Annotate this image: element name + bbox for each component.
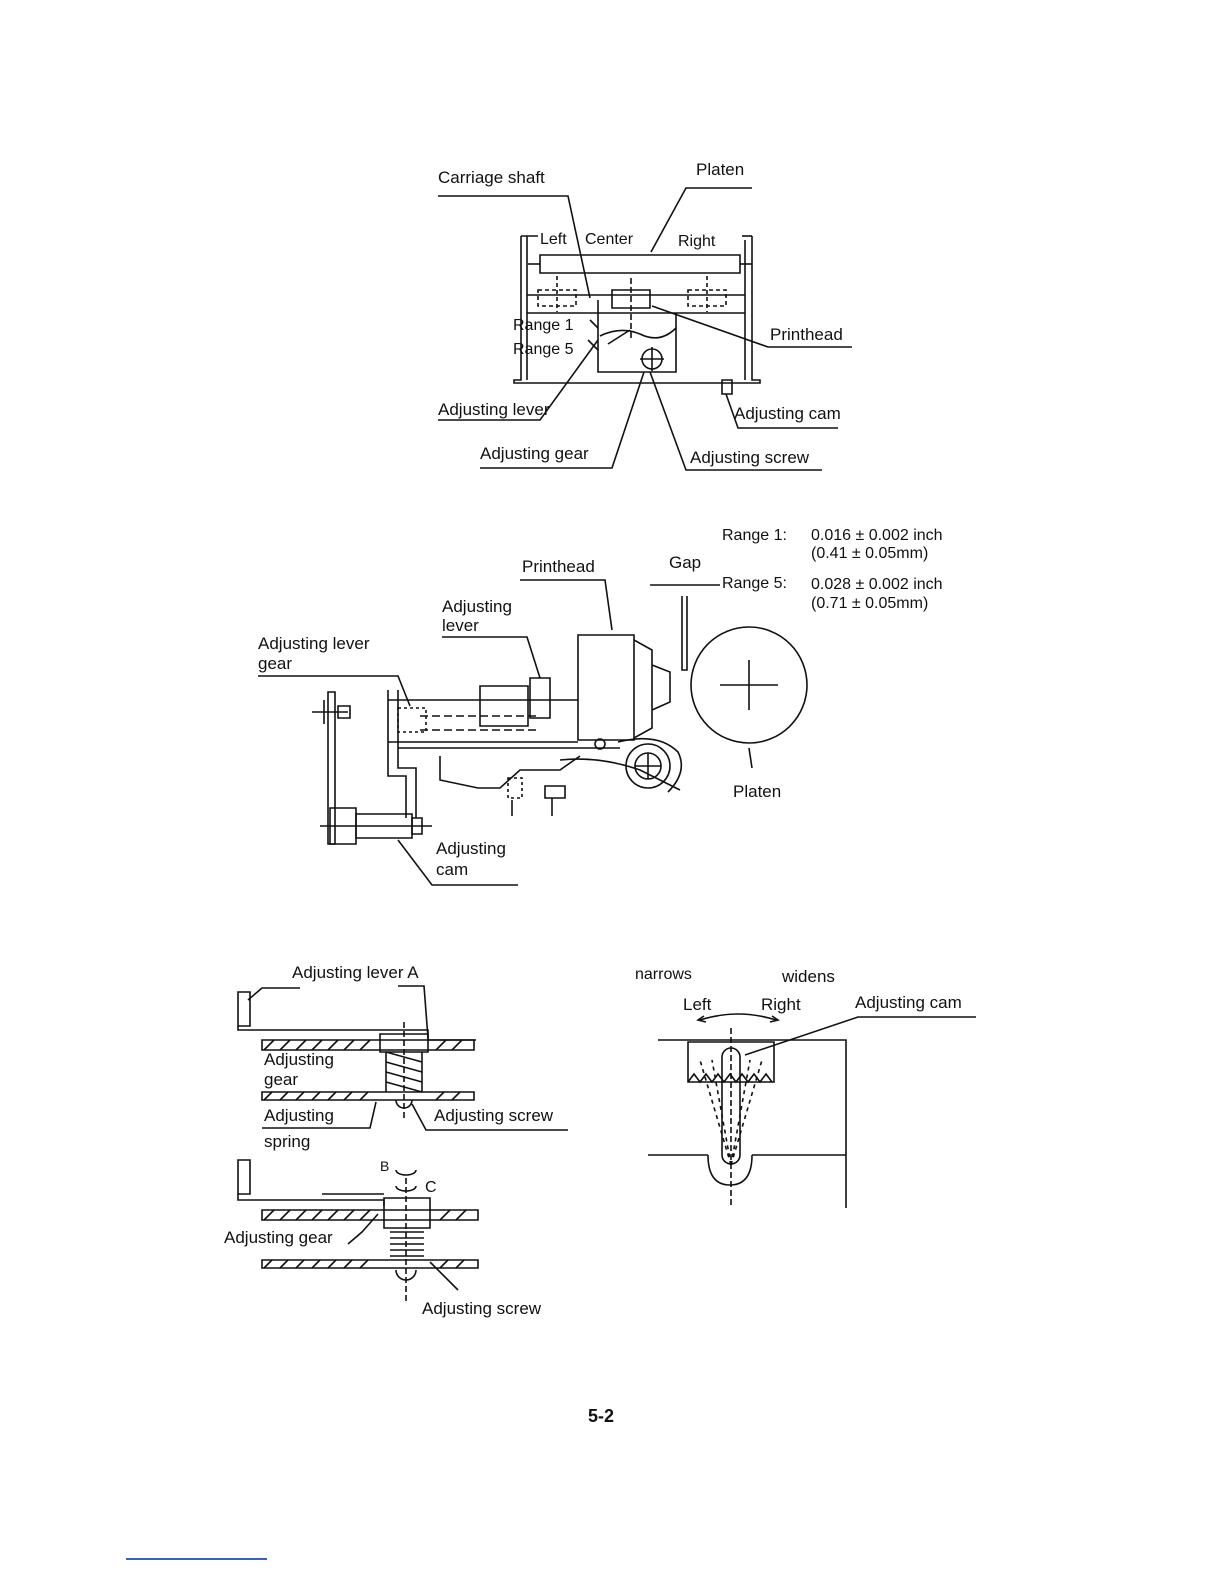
left-rotation-label: Left [683,995,712,1014]
range5-spec-label: Range 5: [722,575,787,592]
figure2-side-view-drawing [258,580,807,885]
range1-spec-label: Range 1: [722,527,787,544]
range1-label: Range 1 [513,317,574,334]
adjusting-spring-label-line2: spring [264,1132,311,1151]
figure1-top-view-drawing [438,188,852,470]
adjusting-cam-detail-label: Adjusting cam [855,993,962,1012]
adjusting-cam-side-label-line1: Adjusting [436,839,506,858]
adjusting-screw-top-label: Adjusting screw [434,1106,554,1125]
platen-label: Platen [696,160,745,179]
page-number: 5-2 [588,1406,615,1426]
carriage-shaft-label: Carriage shaft [438,168,545,187]
narrows-label: narrows [635,966,692,983]
adjusting-gear-label-line2: gear [264,1070,299,1089]
adjusting-spring-label-line1: Adjusting [264,1106,334,1125]
printhead-label: Printhead [770,325,843,344]
platen-side-label: Platen [733,782,782,801]
range5-label: Range 5 [513,341,574,358]
adjusting-gear-label-line1: Adjusting [264,1050,334,1069]
right-position-label: Right [678,233,716,250]
range5-mm-value: (0.71 ± 0.05mm) [811,595,929,612]
adjusting-lever-gear-label-line2: gear [258,654,293,673]
footer-rule [126,1558,267,1560]
adjusting-cam-label: Adjusting cam [734,404,841,423]
right-rotation-label: Right [761,995,801,1014]
adjusting-cam-side-label-line2: cam [436,860,469,879]
figure4-cam-drawing [648,1014,976,1208]
left-position-label: Left [540,231,567,248]
figure3-lever-gear-drawing [238,986,568,1302]
range1-inch-value: 0.016 ± 0.002 inch [811,527,943,544]
center-position-label: Center [585,231,634,248]
adjusting-gear-label: Adjusting gear [480,444,589,463]
adjusting-gear-bottom-label: Adjusting gear [224,1228,333,1247]
widens-label: widens [782,967,835,986]
adjusting-lever-gear-label-line1: Adjusting lever [258,634,370,653]
adjusting-lever-a-label: Adjusting lever A [292,963,419,982]
adjusting-screw-label: Adjusting screw [690,448,810,467]
range1-mm-value: (0.41 ± 0.05mm) [811,545,929,562]
rotation-c-label: C [425,1179,437,1196]
rotation-b-label: B [380,1158,390,1174]
printhead-side-label: Printhead [522,557,595,576]
range5-inch-value: 0.028 ± 0.002 inch [811,576,943,593]
adjusting-screw-bottom-label: Adjusting screw [422,1299,542,1318]
adjusting-lever-side-label-line2: lever [442,616,479,635]
adjusting-lever-label: Adjusting lever [438,400,550,419]
gap-label: Gap [669,553,702,572]
adjusting-lever-side-label-line1: Adjusting [442,597,512,616]
